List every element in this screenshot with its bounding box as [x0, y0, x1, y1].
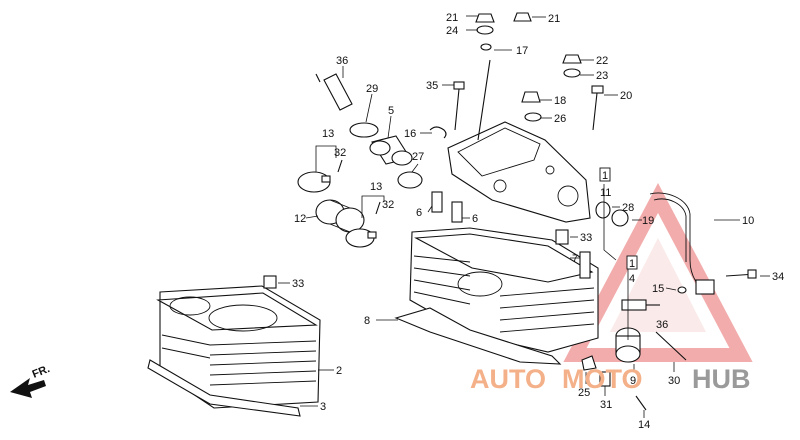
- callout-15: 15: [652, 283, 664, 295]
- callout-31: 31: [600, 399, 612, 411]
- callout-36a: 36: [336, 55, 348, 67]
- leader-lines: [278, 15, 770, 418]
- oil-pipe-10: [649, 192, 715, 295]
- callout-boxes: [599, 167, 638, 270]
- callout-20: 20: [620, 90, 632, 102]
- head-gasket-part: [394, 307, 562, 365]
- callout-13a: 13: [322, 128, 334, 140]
- callout-23: 23: [596, 70, 608, 82]
- watermark-hub: HUB: [692, 364, 751, 394]
- callout-7: 7: [572, 253, 578, 265]
- callout-27: 27: [412, 151, 424, 163]
- watermark-moto: MOTO: [562, 364, 643, 394]
- rod-30: [655, 331, 687, 361]
- callout-22: 22: [596, 55, 608, 67]
- callout-26: 26: [554, 113, 566, 125]
- watermark-text: AUTO MOTO HUB: [470, 364, 751, 394]
- callout-33b: 33: [292, 278, 304, 290]
- callout-30: 30: [668, 375, 680, 387]
- callout-10: 10: [742, 215, 754, 227]
- screw-32b: [375, 201, 381, 215]
- bolt-35: [453, 81, 465, 131]
- nuts-group: [475, 12, 582, 122]
- screw-32a: [337, 159, 343, 173]
- o-ring-29: [349, 122, 379, 138]
- front-direction-label: FR.: [31, 363, 52, 381]
- bolt-34: [725, 269, 757, 279]
- callout-numbers: 21 21 24 17 22 23 35 18 20 26 36 29 5 16…: [292, 12, 784, 431]
- spark-plug-top: [315, 73, 353, 111]
- band-13-bottom: [345, 228, 377, 248]
- watermark-auto: AUTO: [470, 364, 546, 394]
- callout-33a: 33: [580, 232, 592, 244]
- callout-18: 18: [554, 95, 566, 107]
- dowel-33a: [555, 229, 569, 245]
- callout-6b: 6: [472, 213, 478, 225]
- callout-13b: 13: [370, 181, 382, 193]
- cylinder-head-part: [409, 227, 599, 353]
- callout-21b: 21: [548, 13, 560, 25]
- callout-2: 2: [336, 365, 342, 377]
- callout-24: 24: [446, 25, 458, 37]
- dowel-33b: [263, 275, 277, 289]
- callout-32a: 32: [334, 147, 346, 159]
- callout-19: 19: [642, 215, 654, 227]
- cylinder-part: [156, 285, 321, 409]
- callout-29: 29: [366, 83, 378, 95]
- dowel-6b: [451, 201, 463, 223]
- washer-28: [595, 201, 611, 219]
- callout-34: 34: [772, 271, 784, 283]
- callout-14: 14: [638, 419, 650, 431]
- o-ring-27: [397, 171, 423, 189]
- insulator-12: [315, 199, 365, 233]
- callout-32b: 32: [382, 199, 394, 211]
- callout-12: 12: [294, 213, 306, 225]
- callout-21a: 21: [446, 12, 458, 24]
- washer-15: [677, 286, 687, 294]
- dowel-6a: [431, 191, 443, 213]
- callout-1a: 1: [602, 170, 608, 182]
- callout-11: 11: [600, 187, 611, 199]
- callout-3: 3: [320, 401, 326, 413]
- stud-bolt-17: [477, 59, 491, 141]
- clip-16: [429, 126, 447, 139]
- head-cover-part: [447, 121, 591, 223]
- washer-19: [611, 209, 629, 227]
- callout-5: 5: [388, 105, 394, 117]
- callout-16: 16: [404, 128, 416, 140]
- callout-6a: 6: [416, 207, 422, 219]
- callout-1b: 1: [629, 258, 635, 270]
- spark-plug-bottom: [621, 299, 660, 311]
- cylinder-gasket-part: [147, 359, 301, 417]
- part-14: [635, 395, 647, 411]
- callout-28: 28: [622, 202, 634, 214]
- callout-17: 17: [516, 45, 528, 57]
- part-25: [581, 355, 597, 371]
- callout-35: 35: [426, 80, 438, 92]
- front-direction-icon: FR.: [10, 363, 52, 398]
- bolt-20: [591, 85, 604, 131]
- callout-9: 9: [630, 375, 636, 387]
- insulator-5: [369, 135, 413, 166]
- callout-4: 4: [629, 273, 635, 285]
- band-13-top: [297, 171, 331, 193]
- part-7: [579, 251, 591, 279]
- callout-25: 25: [578, 387, 590, 399]
- callout-8: 8: [364, 315, 370, 327]
- watermark-triangle: [563, 183, 753, 362]
- callout-36b: 36: [656, 319, 668, 331]
